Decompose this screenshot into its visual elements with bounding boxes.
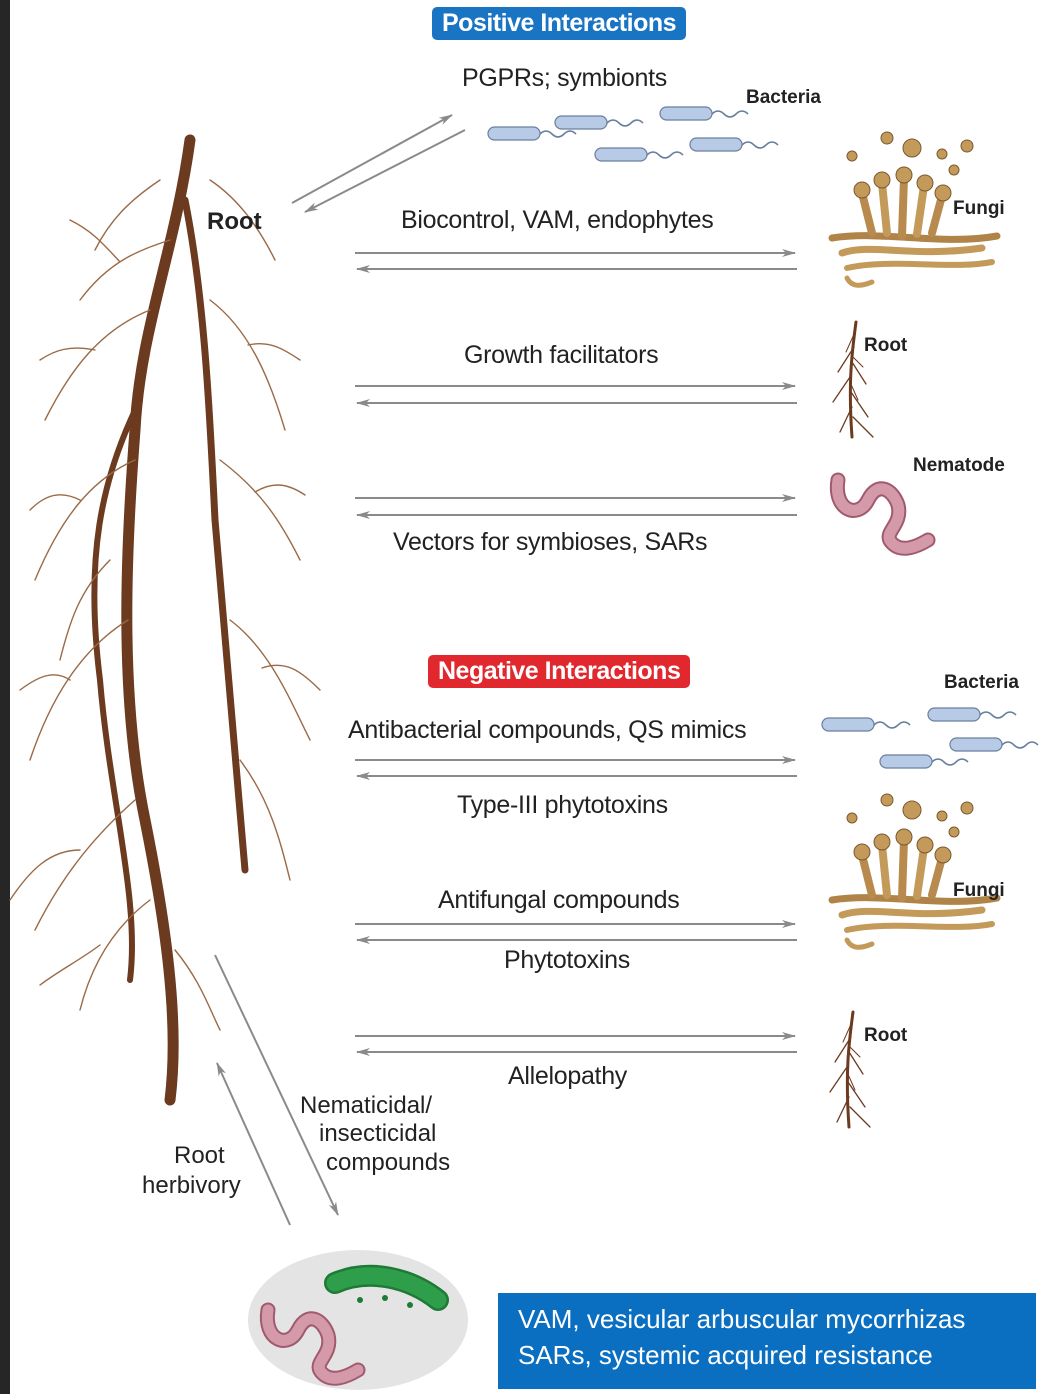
note-line-vam: VAM, vesicular arbuscular mycorrhizas — [518, 1301, 1036, 1337]
pest-ellipse — [248, 1250, 468, 1390]
pgprs-label: PGPRs; symbionts — [462, 64, 667, 93]
antibacterial-label: Antibacterial compounds, QS mimics — [348, 716, 746, 745]
bacteria-label-negative: Bacteria — [944, 672, 1019, 694]
bacteria-label-positive: Bacteria — [746, 87, 821, 109]
negative-interactions-badge: Negative Interactions — [428, 655, 690, 688]
growth-facilitators-label: Growth facilitators — [464, 341, 658, 370]
root-herbivory-line-1: Root — [174, 1142, 225, 1170]
antifungal-label: Antifungal compounds — [438, 886, 679, 915]
fungi-label-positive: Fungi — [953, 198, 1005, 220]
pgpr-arrows — [292, 115, 465, 212]
vectors-label: Vectors for symbioses, SARs — [393, 528, 707, 557]
nematicidal-label: Nematicidal/ — [300, 1091, 432, 1120]
abbreviation-note: VAM, vesicular arbuscular mycorrhizas SA… — [498, 1293, 1036, 1389]
main-root-illustration — [10, 140, 320, 1100]
fungi-negative — [832, 794, 997, 947]
root-herbivory-line-2: herbivory — [142, 1172, 241, 1200]
insecticidal-line: insecticidal — [319, 1120, 436, 1148]
biocontrol-label: Biocontrol, VAM, endophytes — [401, 206, 713, 235]
nematicidal-line-1: Nematicidal/ — [300, 1091, 432, 1120]
root-label: Root — [207, 208, 262, 236]
positive-interactions-badge: Positive Interactions — [432, 7, 686, 40]
type3-phytotoxins-label: Type-III phytotoxins — [457, 791, 668, 820]
phytotoxins-label: Phytotoxins — [504, 946, 630, 975]
fungi-label-negative: Fungi — [953, 880, 1005, 902]
root-label-negative: Root — [864, 1025, 907, 1047]
bacteria-cluster-positive — [488, 107, 778, 161]
root-label-positive: Root — [864, 335, 907, 357]
note-line-sars: SARs, systemic acquired resistance — [518, 1337, 1036, 1373]
allelopathy-label: Allelopathy — [508, 1062, 627, 1091]
nematode-positive — [837, 480, 928, 548]
compounds-line: compounds — [326, 1149, 450, 1177]
bacteria-cluster-negative — [822, 708, 1038, 768]
nematode-label: Nematode — [913, 455, 1005, 477]
